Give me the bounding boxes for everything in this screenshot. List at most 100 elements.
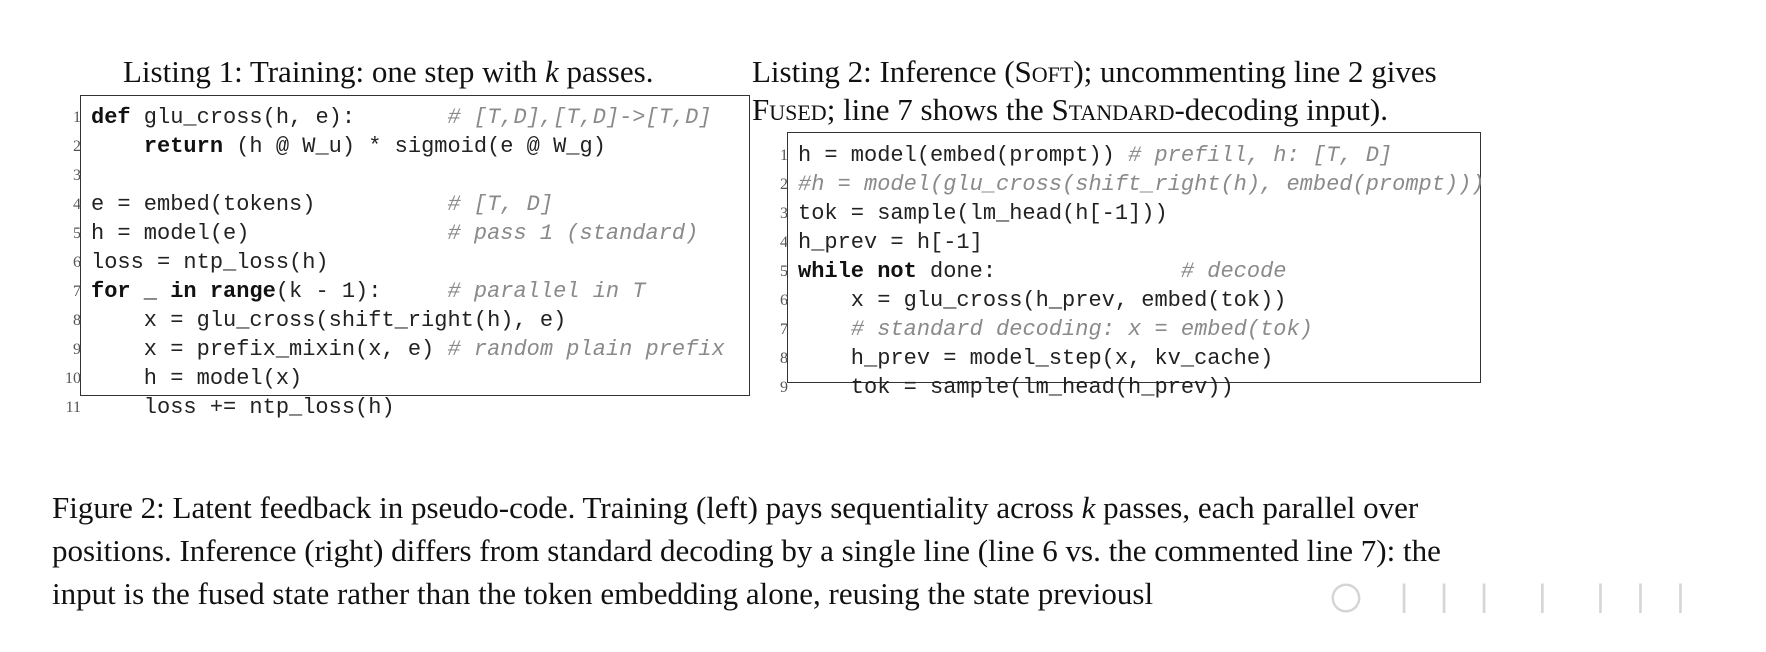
code-line: 2 return (h @ W_u) * sigmoid(e @ W_g) xyxy=(73,132,725,161)
code-keyword: return xyxy=(143,134,224,159)
line-number: 4 xyxy=(780,234,788,251)
code-text: (h @ W_u) * sigmoid(e @ W_g) xyxy=(223,134,606,159)
code-keyword: def xyxy=(91,105,131,130)
code-line: 7 # standard decoding: x = embed(tok) xyxy=(780,315,1485,344)
code-line: 8 h_prev = model_step(x, kv_cache) xyxy=(780,344,1485,373)
figure-caption: Figure 2: Latent feedback in pseudo-code… xyxy=(52,486,1692,615)
code-text: h = model(e) xyxy=(91,221,448,246)
code-text: loss = ntp_loss(h) xyxy=(91,250,329,275)
code-text: tok = sample(lm_head(h_prev)) xyxy=(798,375,1234,400)
code-line: 11 loss += ntp_loss(h) xyxy=(66,393,725,422)
code-line: 1 h = model(embed(prompt)) # prefill, h: … xyxy=(780,141,1485,170)
code-text: glu_cross(h, e): xyxy=(130,105,448,130)
code-line: 5 h = model(e) # pass 1 (standard) xyxy=(73,219,725,248)
listing-2-caption-line-2: Fused; line 7 shows the Standard-decodin… xyxy=(752,91,1512,129)
code-text: h = model(embed(prompt)) xyxy=(798,143,1129,168)
figure-caption-line-3: input is the fused state rather than the… xyxy=(52,576,1154,611)
code-line: 4 h_prev = h[-1] xyxy=(780,228,1485,257)
code-text xyxy=(91,134,144,159)
line-number: 9 xyxy=(780,379,788,396)
code-line: 5 while not done: # decode xyxy=(780,257,1485,286)
code-line: 10 h = model(x) xyxy=(65,364,725,393)
code-text: h = model(x) xyxy=(91,366,303,391)
listing-1-code-box: 1 def glu_cross(h, e): # [T,D],[T,D]->[T,… xyxy=(65,95,750,420)
caption-text: ; line 7 shows the xyxy=(826,92,1052,127)
line-number: 4 xyxy=(73,196,81,213)
code-text: done: xyxy=(916,259,1181,284)
line-number: 11 xyxy=(65,399,81,416)
code-keyword: range xyxy=(209,279,276,304)
method-name-fused: Fused xyxy=(752,92,827,127)
line-number: 7 xyxy=(73,283,81,300)
code-line: 9 x = prefix_mixin(x, e) # random plain … xyxy=(73,335,725,364)
listing-2-caption-line-1: Listing 2: Inference (Soft); uncommentin… xyxy=(752,53,1512,91)
code-comment: # random plain prefix xyxy=(447,337,725,362)
line-number: 1 xyxy=(780,147,788,164)
code-keyword: in xyxy=(170,279,197,304)
caption-text: -decoding input). xyxy=(1174,92,1388,127)
line-number: 8 xyxy=(780,350,788,367)
listing-1-code: 1 def glu_cross(h, e): # [T,D],[T,D]->[T,… xyxy=(65,103,725,422)
code-text xyxy=(798,317,851,342)
caption-text: Listing 2: Inference ( xyxy=(752,54,1015,89)
code-text: h_prev = model_step(x, kv_cache) xyxy=(798,346,1274,371)
code-text xyxy=(197,279,210,304)
code-line: 2#h = model(glu_cross(shift_right(h), em… xyxy=(780,170,1485,199)
line-number: 7 xyxy=(780,321,788,338)
code-comment: # parallel in T xyxy=(447,279,646,304)
caption-text: Figure 2: Latent feedback in pseudo-code… xyxy=(52,490,1082,525)
listing-1-caption: Listing 1: Training: one step with k pas… xyxy=(123,53,653,91)
code-text: _ xyxy=(130,279,171,304)
caption-text: passes, each parallel over xyxy=(1095,490,1419,525)
caption-k: k xyxy=(1081,490,1096,525)
line-number: 5 xyxy=(780,263,788,280)
code-keyword: not xyxy=(877,259,917,284)
line-number: 3 xyxy=(73,167,81,184)
code-line: 3 xyxy=(73,161,725,190)
caption-text: ); uncommenting line 2 gives xyxy=(1073,54,1437,89)
line-number: 6 xyxy=(780,292,788,309)
listing-2-code: 1 h = model(embed(prompt)) # prefill, h: … xyxy=(780,141,1485,402)
listing-2-caption: Listing 2: Inference (Soft); uncommentin… xyxy=(752,53,1512,129)
listing-1-caption-k: k xyxy=(544,54,559,89)
listing-2-code-box: 1 h = model(embed(prompt)) # prefill, h: … xyxy=(780,132,1485,400)
code-comment: # decode xyxy=(1180,259,1287,284)
code-text: e = embed(tokens) xyxy=(91,192,448,217)
code-comment: # [T, D] xyxy=(447,192,554,217)
method-name-soft: Soft xyxy=(1014,54,1074,89)
code-text: x = glu_cross(shift_right(h), e) xyxy=(91,308,567,333)
watermark-text: 〇 丨丨丨 丨 丨丨丨 xyxy=(1330,580,1705,618)
line-number: 2 xyxy=(780,176,788,193)
listing-1-caption-suffix: passes. xyxy=(558,54,654,89)
code-line: 9 tok = sample(lm_head(h_prev)) xyxy=(780,373,1485,402)
code-comment: # standard decoding: x = embed(tok) xyxy=(850,317,1313,342)
code-keyword: while xyxy=(798,259,865,284)
code-line: 8 x = glu_cross(shift_right(h), e) xyxy=(73,306,725,335)
line-number: 6 xyxy=(73,254,81,271)
code-text: x = glu_cross(h_prev, embed(tok)) xyxy=(798,288,1287,313)
code-keyword: for xyxy=(91,279,131,304)
watermark-overlay: 〇 丨丨丨 丨 丨丨丨 xyxy=(1330,572,1740,626)
code-text: h_prev = h[-1] xyxy=(798,230,983,255)
code-comment: # prefill, h: [T, D] xyxy=(1128,143,1393,168)
line-number: 5 xyxy=(73,225,81,242)
code-text xyxy=(864,259,877,284)
code-line: 6 loss = ntp_loss(h) xyxy=(73,248,725,277)
code-line: 4 e = embed(tokens) # [T, D] xyxy=(73,190,725,219)
figure-caption-line-1: Figure 2: Latent feedback in pseudo-code… xyxy=(52,486,1692,529)
line-number: 10 xyxy=(65,370,81,387)
line-number: 9 xyxy=(73,341,81,358)
figure-caption-line-2: positions. Inference (right) differs fro… xyxy=(52,533,1441,568)
code-line: 1 def glu_cross(h, e): # [T,D],[T,D]->[T,… xyxy=(73,103,725,132)
code-comment: # pass 1 (standard) xyxy=(447,221,699,246)
listing-1-caption-prefix: Listing 1: Training: one step with xyxy=(123,54,545,89)
code-text: loss += ntp_loss(h) xyxy=(91,395,395,420)
line-number: 1 xyxy=(73,109,81,126)
code-line: 6 x = glu_cross(h_prev, embed(tok)) xyxy=(780,286,1485,315)
line-number: 2 xyxy=(73,138,81,155)
code-comment: # [T,D],[T,D]->[T,D] xyxy=(447,105,712,130)
line-number: 3 xyxy=(780,205,788,222)
method-name-standard: Standard xyxy=(1051,92,1175,127)
